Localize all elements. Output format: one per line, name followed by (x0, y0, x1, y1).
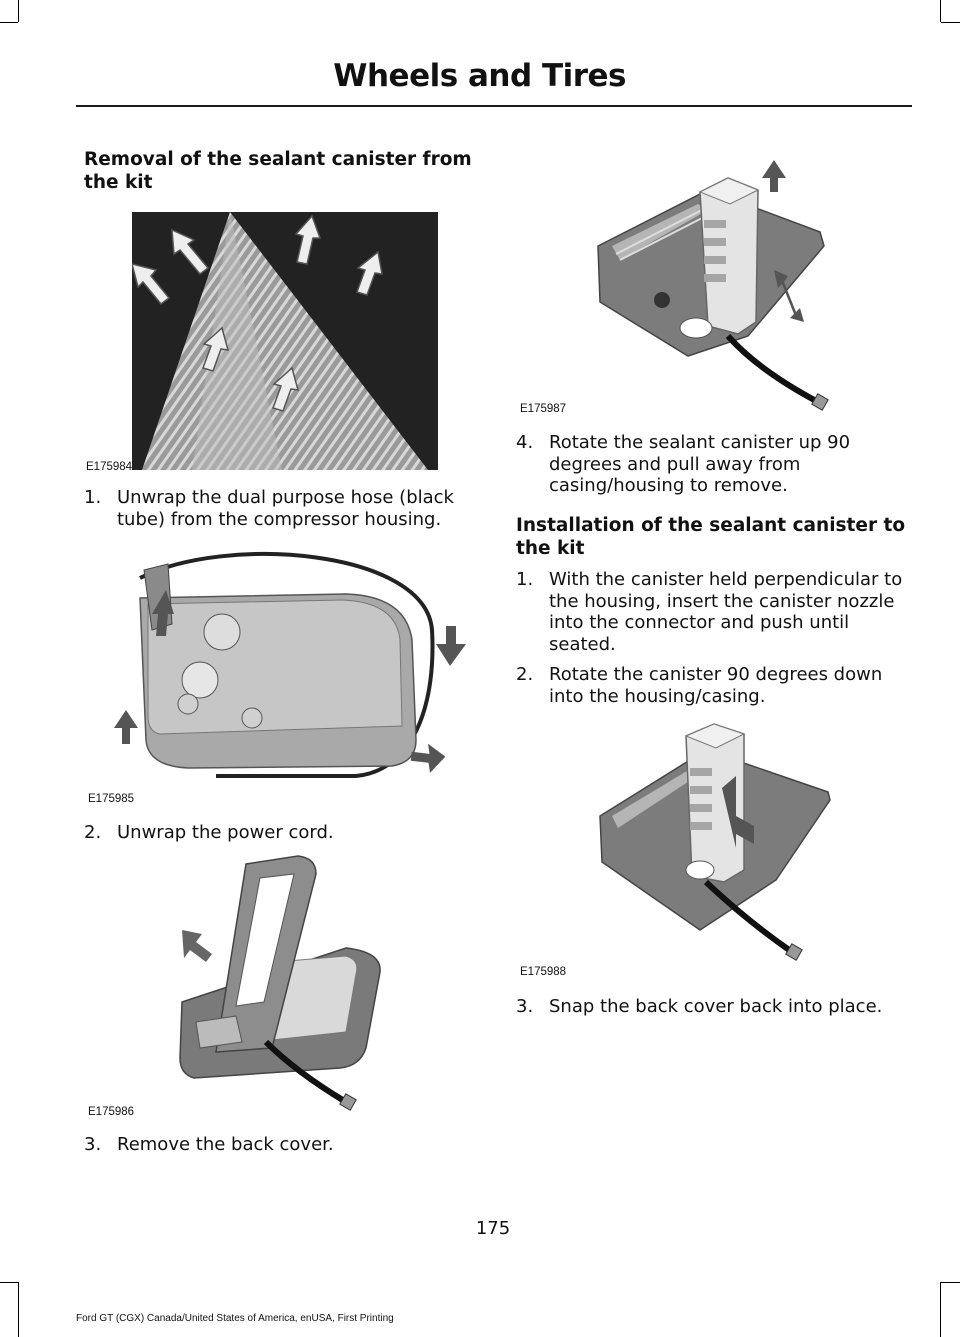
figure-code: E175988 (520, 966, 567, 978)
header-divider (76, 105, 912, 107)
figure-compressor-hose (96, 540, 476, 802)
crop-mark (940, 0, 941, 22)
crop-mark (18, 0, 19, 22)
crop-mark (0, 1282, 18, 1283)
step-number: 3. (516, 996, 534, 1017)
figure-code: E175986 (88, 1106, 135, 1118)
footer-text: Ford GT (CGX) Canada/United States of Am… (76, 1313, 394, 1324)
crop-mark (941, 22, 960, 23)
step-item: 1. With the canister held perpendicular … (516, 569, 908, 655)
step-number: 1. (84, 487, 102, 508)
step-number: 4. (516, 432, 534, 453)
figure-code: E175987 (520, 403, 567, 415)
section-heading-removal: Removal of the sealant canister from the… (84, 149, 472, 193)
figure-code: E175984 (86, 461, 133, 473)
figure-code: E175985 (88, 793, 135, 805)
step-text: Rotate the sealant canister up 90 degree… (549, 432, 851, 496)
crop-mark (18, 1282, 19, 1337)
figure-canister-install (596, 720, 834, 972)
section-heading-installation: Installation of the sealant canister to … (516, 515, 906, 559)
step-item: 3. Snap the back cover back into place. (516, 996, 908, 1018)
figure-sealant-kit-back (132, 212, 438, 470)
step-text: Remove the back cover. (117, 1134, 334, 1155)
page-title: Wheels and Tires (333, 58, 626, 94)
figure-canister-removal (588, 150, 834, 416)
step-text: With the canister held perpendicular to … (549, 569, 903, 655)
step-item: 1. Unwrap the dual purpose hose (black t… (84, 487, 476, 530)
step-item: 2. Rotate the canister 90 degrees down i… (516, 664, 908, 707)
step-text: Unwrap the dual purpose hose (black tube… (117, 487, 454, 530)
crop-mark (0, 22, 18, 23)
figure-power-cord (176, 852, 382, 1118)
step-text: Snap the back cover back into place. (549, 996, 883, 1017)
crop-mark (940, 1282, 941, 1337)
step-number: 2. (516, 664, 534, 685)
step-item: 3. Remove the back cover. (84, 1134, 476, 1156)
step-text: Rotate the canister 90 degrees down into… (549, 664, 883, 707)
page-number: 175 (475, 1218, 511, 1239)
step-text: Unwrap the power cord. (117, 822, 334, 843)
step-number: 1. (516, 569, 534, 590)
crop-mark (941, 1282, 960, 1283)
step-number: 3. (84, 1134, 102, 1155)
step-number: 2. (84, 822, 102, 843)
step-item: 2. Unwrap the power cord. (84, 822, 476, 844)
step-item: 4. Rotate the sealant canister up 90 deg… (516, 432, 908, 497)
